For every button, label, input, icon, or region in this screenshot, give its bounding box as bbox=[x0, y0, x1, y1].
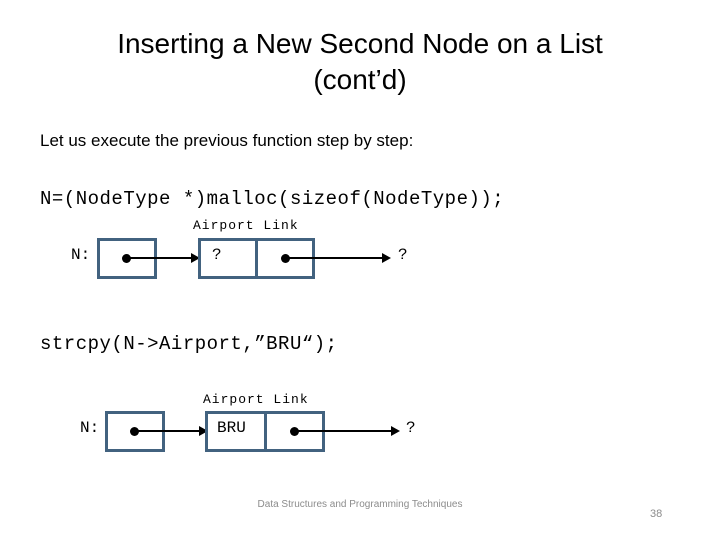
node-airport-value: ? bbox=[212, 246, 222, 264]
node-airport-value: BRU bbox=[217, 419, 246, 437]
pointer-arrow-head bbox=[199, 426, 208, 436]
node-field-header: Airport Link bbox=[193, 218, 299, 233]
node-cell-divider bbox=[255, 238, 258, 279]
page-number: 38 bbox=[650, 508, 663, 520]
page-title: Inserting a New Second Node on a List (c… bbox=[117, 28, 603, 95]
pointer-dot bbox=[130, 427, 139, 436]
link-arrow-head bbox=[391, 426, 400, 436]
pointer-arrow-line bbox=[135, 430, 201, 432]
node-field-header: Airport Link bbox=[203, 392, 309, 407]
pointer-arrow-head bbox=[191, 253, 200, 263]
node-link-dot bbox=[290, 427, 299, 436]
link-arrow-line bbox=[295, 430, 393, 432]
node-link-dot bbox=[281, 254, 290, 263]
code-line-malloc: N=(NodeType *)malloc(sizeof(NodeType)); bbox=[40, 188, 505, 210]
pointer-label-n: N: bbox=[71, 246, 91, 264]
link-target-unknown: ? bbox=[398, 246, 408, 264]
pointer-dot bbox=[122, 254, 131, 263]
link-arrow-line bbox=[286, 257, 384, 259]
link-arrow-head bbox=[382, 253, 391, 263]
node-cell-divider bbox=[264, 411, 267, 452]
link-target-unknown: ? bbox=[406, 419, 416, 437]
footer-course-title: Data Structures and Programming Techniqu… bbox=[257, 499, 463, 510]
code-line-strcpy: strcpy(N->Airport,”BRU“); bbox=[40, 333, 338, 355]
intro-text: Let us execute the previous function ste… bbox=[40, 131, 414, 150]
pointer-label-n: N: bbox=[80, 419, 100, 437]
pointer-arrow-line bbox=[127, 257, 193, 259]
